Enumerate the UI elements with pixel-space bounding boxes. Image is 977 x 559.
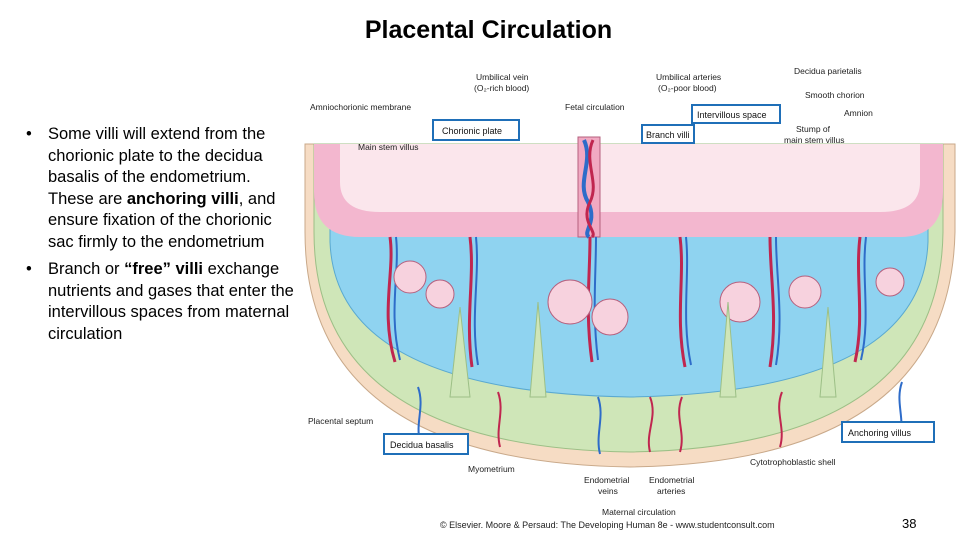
image-credit: © Elsevier. Moore & Persaud: The Develop… [440, 520, 775, 530]
placenta-diagram: Umbilical vein (O₂-rich blood) Umbilical… [304, 66, 956, 517]
villus-clusters [393, 260, 905, 336]
label-decidua-basalis: Decidua basalis [390, 440, 454, 450]
bullet-bold-part: anchoring villi [126, 189, 239, 208]
bullet-text-part: exchange nutrients and gases that enter … [48, 260, 294, 343]
villi-trees [386, 236, 862, 368]
label-decidua-parietalis: Decidua parietalis [794, 66, 862, 76]
label-fetal-circulation: Fetal circulation [565, 102, 625, 112]
bullet-list: • Some villi will extend from the chorio… [26, 124, 296, 351]
label-maternal-circulation: Maternal circulation [602, 507, 676, 517]
amniotic-cavity [340, 144, 920, 212]
label-intervillous-space: Intervillous space [697, 110, 767, 120]
bullet-bold-part: “free” villi [124, 260, 203, 278]
label-branch-villi: Branch villi [646, 130, 690, 140]
bullet-dot: • [26, 125, 32, 143]
placental-septa [449, 301, 837, 398]
villi-veins [393, 236, 867, 366]
umbilical-vessels [581, 139, 594, 239]
slide-title: Placental Circulation [364, 16, 613, 44]
label-stump: Stump of [796, 124, 831, 134]
label-myometrium: Myometrium [468, 464, 515, 474]
bullet-text-part: Some villi will extend from the chorioni… [48, 125, 266, 208]
bullet-item: • Branch or “free” villi exchange nutrie… [26, 259, 296, 345]
label-umbilical-vein: Umbilical vein [476, 72, 529, 82]
label-endometrial-arteries: Endometrial [649, 475, 694, 485]
label-umbilical-vein-sub: (O₂-rich blood) [474, 83, 529, 93]
bullet-text-part: , and ensure fixation of the chorionic s… [48, 189, 276, 251]
label-endometrial-veins-sub: veins [598, 486, 618, 496]
bullet-text: Some villi will extend from the chorioni… [48, 125, 275, 251]
label-stump-sub: main stem villus [784, 135, 844, 145]
box-intervillous-space [691, 104, 781, 124]
box-anchoring-villus [841, 421, 935, 443]
label-endometrial-veins: Endometrial [584, 475, 629, 485]
box-decidua-basalis [383, 433, 469, 455]
box-chorionic-plate [432, 119, 520, 141]
label-endometrial-arteries-sub: arteries [657, 486, 685, 496]
bullet-dot: • [26, 260, 32, 278]
label-main-stem-villus: Main stem villus [358, 142, 418, 152]
bullet-text: Branch or “free” villi exchange nutrient… [48, 260, 294, 343]
label-cytotrophoblastic-shell: Cytotrophoblastic shell [750, 457, 836, 467]
label-anchoring-villus: Anchoring villus [848, 428, 912, 438]
bullet-text-part: Branch or [48, 260, 125, 278]
umbilical-arteries [585, 139, 595, 239]
endometrial-arteries [497, 391, 783, 453]
label-umbilical-arteries: Umbilical arteries [656, 72, 721, 82]
label-chorionic-plate: Chorionic plate [442, 126, 502, 136]
page-number: 38 [902, 516, 917, 531]
label-placental-septum: Placental septum [308, 416, 373, 426]
label-amniochorionic-membrane: Amniochorionic membrane [310, 102, 411, 112]
box-branch-villi [641, 124, 695, 144]
bullet-item: • Some villi will extend from the chorio… [26, 124, 296, 253]
label-smooth-chorion: Smooth chorion [805, 90, 865, 100]
label-umbilical-arteries-sub: (O₂-poor blood) [658, 83, 717, 93]
label-amnion: Amnion [844, 108, 873, 118]
